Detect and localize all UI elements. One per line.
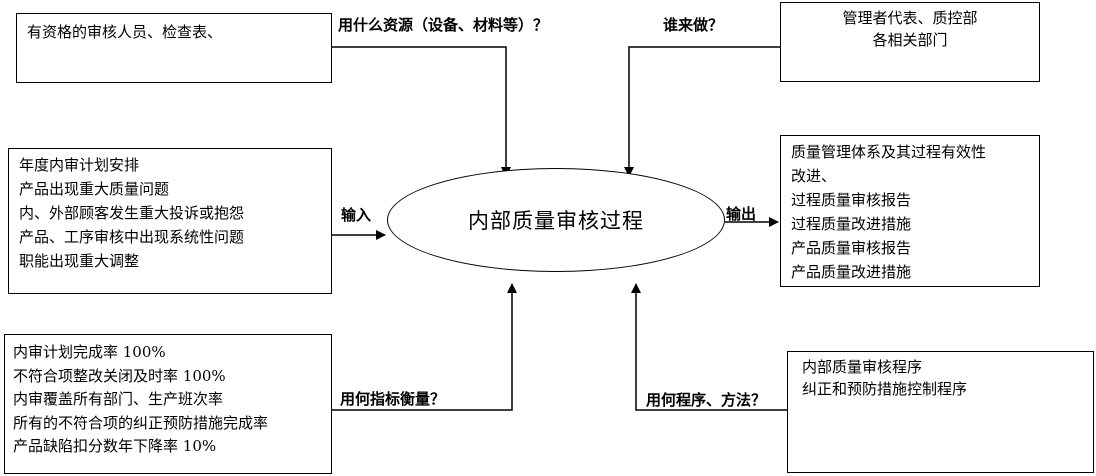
outputs-box: 质量管理体系及其过程有效性 改进、 过程质量审核报告 过程质量改进措施 产品质量… [780,135,1040,287]
methods-box: 内部质量审核程序 纠正和预防措施控制程序 [787,351,1094,473]
label-input: 输入 [341,206,372,224]
who-box: 管理者代表、质控部 各相关部门 [780,2,1040,82]
input-line: 年度内审计划安排 [19,156,140,174]
method-line: 纠正和预防措施控制程序 [802,380,968,398]
kpis-box: 内审计划完成率 100% 不符合项整改关闭及时率 100% 内审覆盖所有部门、生… [4,334,332,474]
input-line: 职能出现重大调整 [19,252,140,270]
input-line: 产品出现重大质量问题 [19,180,170,198]
output-line: 过程质量改进措施 [791,215,912,233]
label-resources: 用什么资源（设备、材料等）？ [338,16,549,34]
resources-box: 有资格的审核人员、检查表、 [16,13,332,83]
output-line: 产品质量改进措施 [791,263,912,281]
arrow-who [624,46,780,177]
kpi-line: 内审覆盖所有部门、生产班次率 [13,390,224,408]
output-line: 产品质量审核报告 [791,239,912,257]
arrow-method [631,283,787,411]
who-line: 管理者代表、质控部 [842,9,978,27]
input-line: 产品、工序审核中出现系统性问题 [19,228,245,246]
inputs-box: 年度内审计划安排 产品出现重大质量问题 内、外部顾客发生重大投诉或抱怨 产品、工… [8,148,332,294]
process-ellipse: 内部质量审核过程 [387,168,725,272]
label-who: 谁来做？ [663,16,724,34]
kpi-line: 不符合项整改关闭及时率 100% [13,366,226,385]
kpi-line: 产品缺陷扣分数年下降率 10% [13,437,217,455]
kpi-line: 所有的不符合项的纠正预防措施完成率 [13,413,269,432]
output-line: 质量管理体系及其过程有效性 [791,143,987,161]
kpi-line: 内审计划完成率 100% [13,343,166,361]
label-measure: 用何指标衡量？ [340,390,446,408]
label-output: 输出 [726,205,757,223]
output-line: 改进、 [791,167,837,185]
arrow-resources [332,46,511,177]
label-method: 用何程序、方法？ [646,391,767,409]
output-line: 过程质量审核报告 [791,191,912,209]
method-line: 内部质量审核程序 [802,358,923,376]
input-line: 内、外部顾客发生重大投诉或抱怨 [19,204,245,222]
who-line: 各相关部门 [872,31,948,49]
resources-line: 有资格的审核人员、检查表、 [27,23,223,41]
process-title: 内部质量审核过程 [468,209,644,233]
arrow-measure [332,283,517,411]
